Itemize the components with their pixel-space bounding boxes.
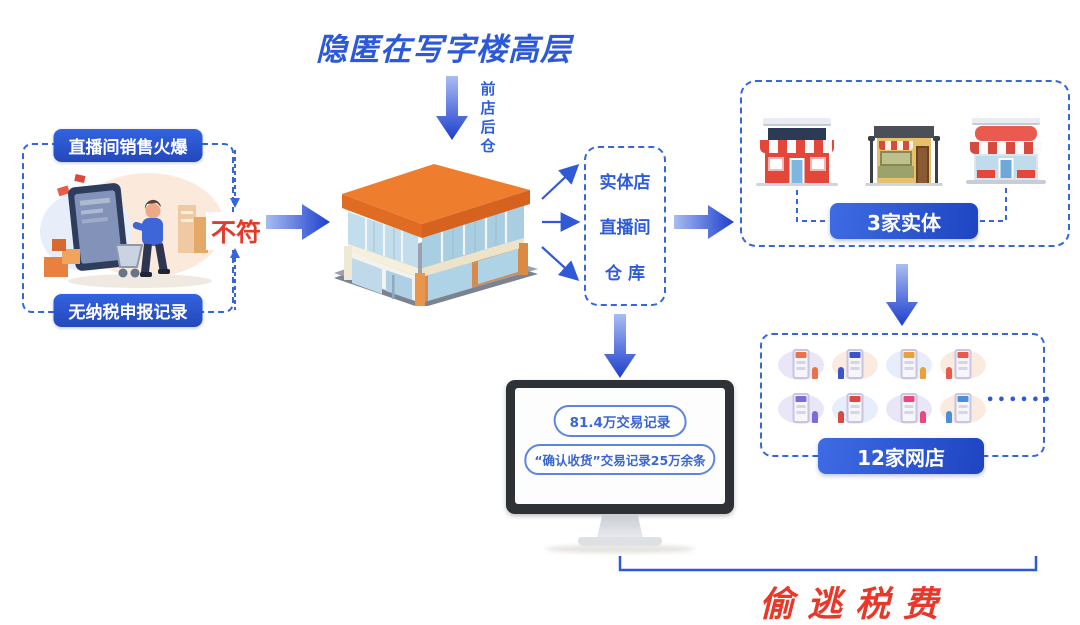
building-icon [334,164,538,306]
mismatch-label: 不符 [206,212,266,250]
declaration-mismatch-panel: 直播间销售火爆 [22,129,234,327]
no-tax-record-label: 无纳税申报记录 [53,294,203,327]
monitor-stand [597,514,643,538]
fan-out-arrows-icon [541,163,581,281]
dashed-arrow-down-icon [230,150,240,208]
dashed-connector-lines [796,188,1007,222]
page-title: 隐匿在写字楼高层 [316,32,572,68]
arrow-to-warehouse [541,246,580,281]
conclusion-label: 偷逃税费 [758,585,951,625]
live-sales-label: 直播间销售火爆 [53,129,203,162]
bracket-icon [618,556,1038,572]
online-shop-illustration [778,391,824,427]
arrow-down-icon [604,314,636,378]
online-stores-count-label: 12家网店 [818,438,984,474]
online-shop-illustration [886,347,932,383]
online-shop-illustration [940,347,986,383]
monitor-bezel: 81.4万交易记录 “确认收货”交易记录25万余条 [506,380,734,514]
storefront-icon [756,118,838,186]
online-shop-illustration [886,391,932,427]
online-shop-illustration [832,391,878,427]
confirmed-receipt-bubble: “确认收货”交易记录25万余条 [524,444,716,475]
ellipsis-dots: •••••• [986,393,1054,408]
physical-stores-count-label: 3家实体 [830,203,978,239]
arrow-to-physical-store [541,163,580,200]
channels-panel: 实体店 直播间 仓 库 [584,146,666,306]
building-caption: 前店后仓 [480,80,496,155]
physical-stores-panel: 3家实体 [740,80,1070,247]
channel-item-warehouse: 仓 库 [605,263,645,284]
online-shop-illustration [778,347,824,383]
monitor-shadow [545,545,695,553]
dashed-arrow-up-icon [230,248,240,310]
channel-item-physical-store: 实体店 [599,173,651,194]
arrow-down-icon [436,76,468,140]
shopper-figure [132,199,170,277]
online-shop-illustration [940,391,986,427]
storefront-icon [865,126,943,186]
ecommerce-illustration [40,173,224,288]
monitor-base [578,537,662,546]
monitor-icon: 81.4万交易记录 “确认收货”交易记录25万余条 [506,380,734,553]
monitor-screen: 81.4万交易记录 “确认收货”交易记录25万余条 [515,388,725,504]
channel-item-livestream: 直播间 [599,218,651,239]
online-shop-illustration [832,347,878,383]
arrow-right-icon [674,205,734,239]
online-shop-grid [778,347,988,431]
transaction-records-bubble: 81.4万交易记录 [553,405,687,437]
storefront-icon [966,118,1046,184]
online-stores-panel: •••••• 12家网店 [760,333,1051,474]
arrow-down-icon [886,264,918,326]
arrow-right-icon [266,204,330,240]
